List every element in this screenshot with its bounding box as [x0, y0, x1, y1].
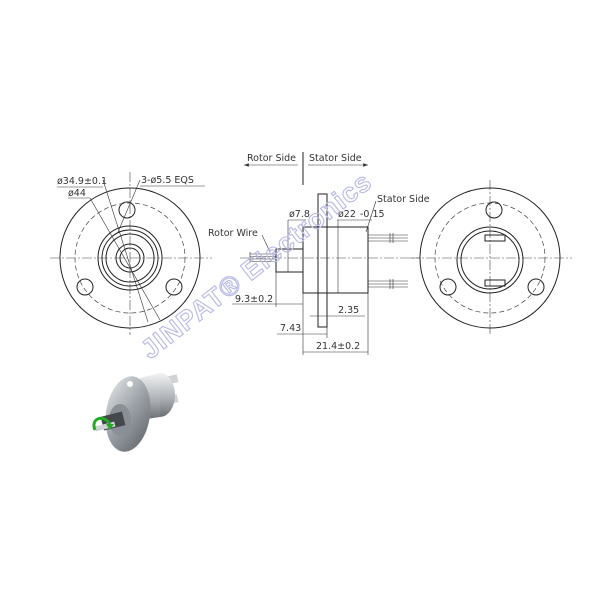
stator-side-label: Stator Side [377, 194, 430, 205]
rotor-length-dim: 9.3±0.2 [235, 294, 273, 305]
stator-wires [368, 233, 408, 289]
rotation-arrow-icon [92, 416, 112, 431]
rear-view-stator [410, 180, 572, 335]
flange [317, 193, 328, 328]
stator-side-header-label: Stator Side [309, 153, 362, 164]
holes-label: 3-ø5.5 EQS [141, 175, 194, 186]
mount-hole [439, 278, 457, 296]
product-3d-render [92, 373, 179, 452]
pcd-label: ø34.9±0.1 [57, 176, 107, 187]
rotor-wires [249, 252, 276, 263]
total-length-dim: 21.4±0.2 [316, 341, 360, 352]
outer-dia-label: ø44 [68, 188, 86, 199]
wire-exit [484, 279, 506, 287]
shaft-dia-label: ø7.8 [289, 209, 310, 220]
side-view: Rotor Side Stator Side ø7.8 ø22 -0.15 St… [208, 152, 430, 355]
body-tol-label: -0.15 [360, 209, 385, 220]
body-dia-label: ø22 [338, 209, 356, 220]
wire-exit [484, 234, 506, 242]
mount-hole [485, 201, 503, 219]
mount-hole [118, 201, 136, 219]
mount-hole [527, 278, 545, 296]
front-view-rotor: ø34.9±0.1 ø44 3-ø5.5 EQS [50, 172, 212, 335]
watermark: JINPAT® Electronics [135, 166, 377, 364]
mount-hole [165, 278, 183, 296]
stator-body [302, 226, 369, 294]
rotor-wire-label: Rotor Wire [208, 228, 258, 239]
mount-hole [76, 278, 94, 296]
rotor-side-label: Rotor Side [247, 153, 296, 164]
flange-thickness-dim: 2.35 [338, 305, 359, 316]
flange-position-dim: 7.43 [280, 323, 301, 334]
